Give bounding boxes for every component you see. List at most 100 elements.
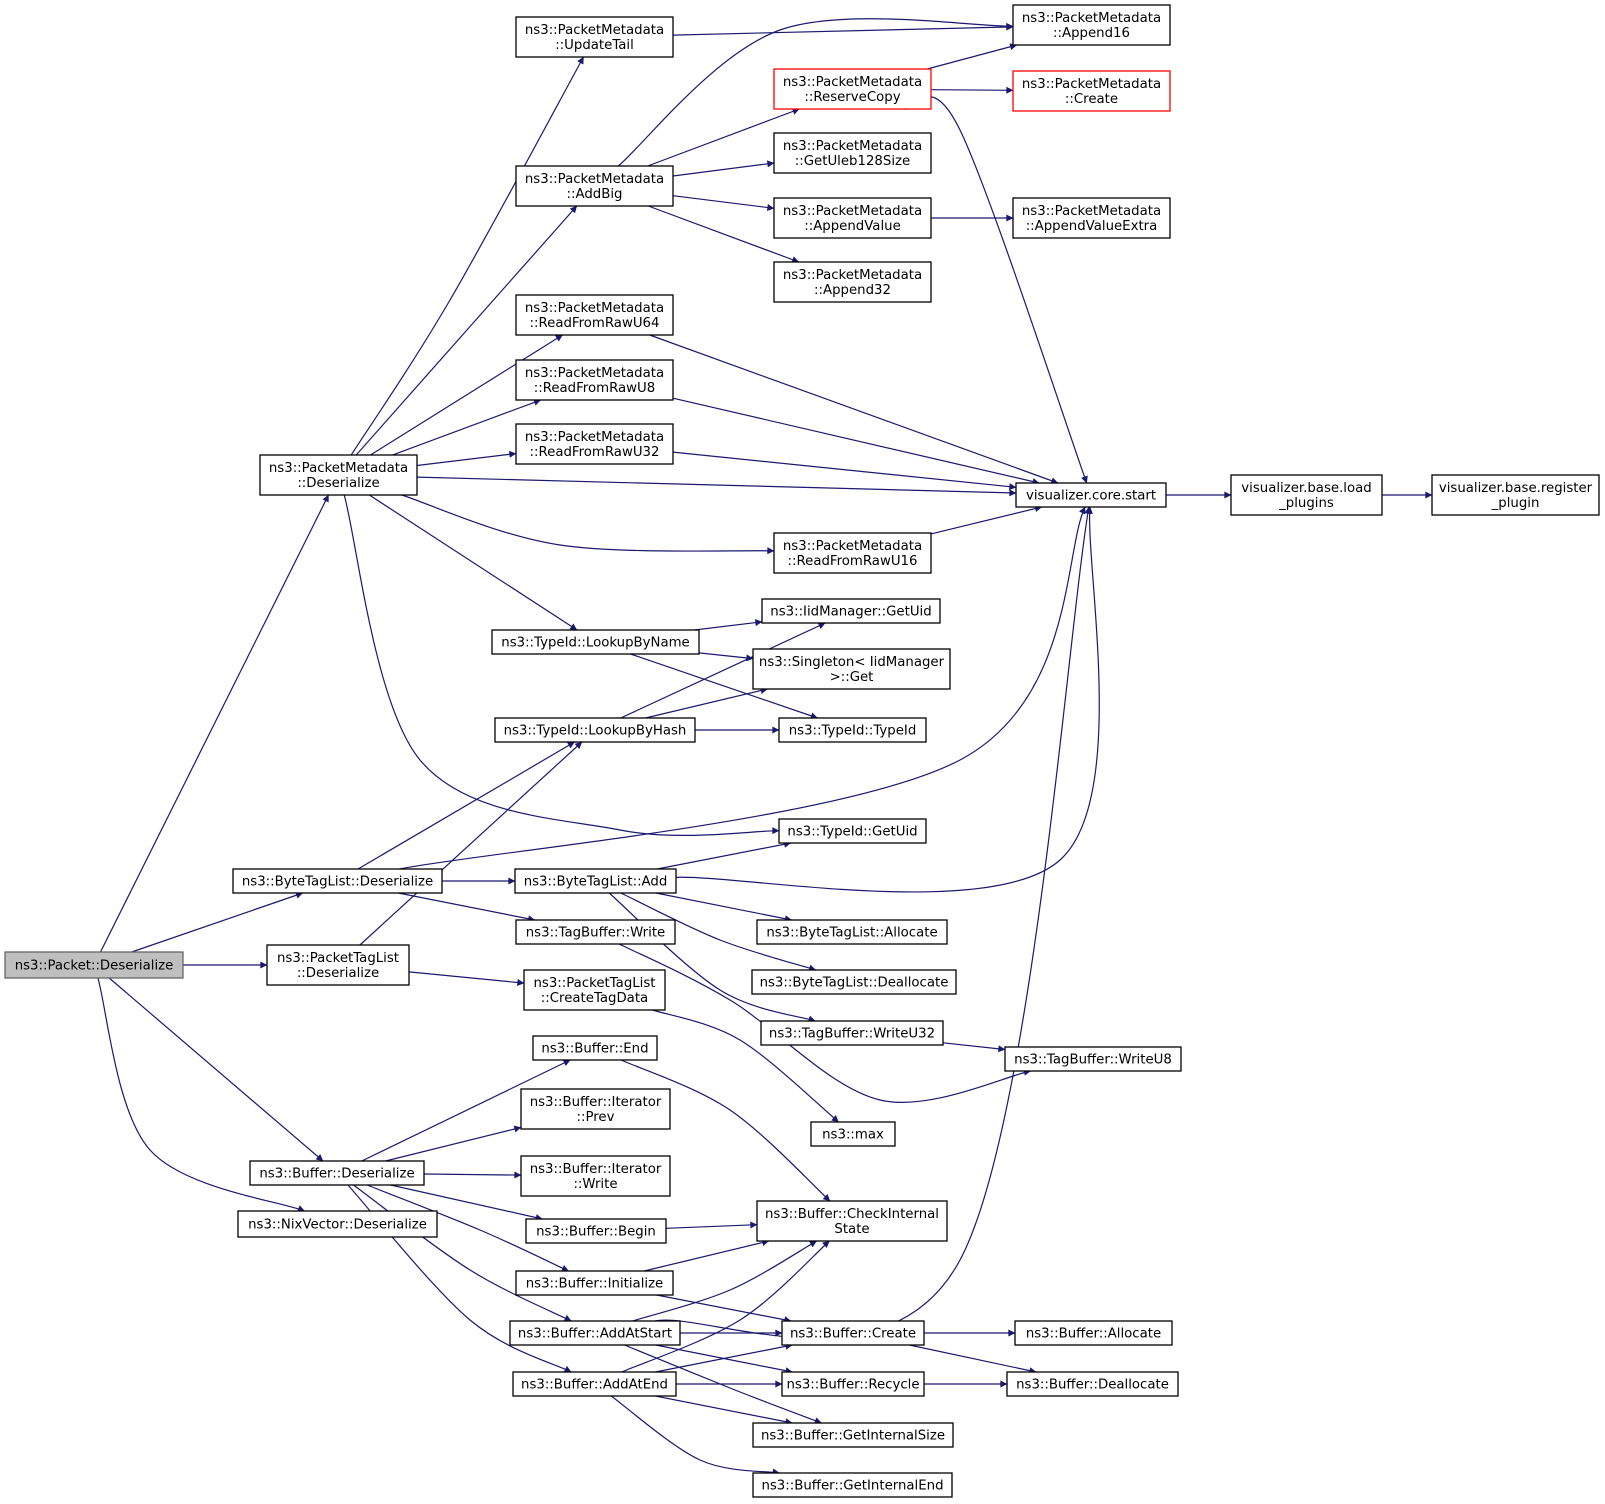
edge-path [416, 450, 517, 467]
edge-path [648, 205, 800, 263]
node-pm-app16[interactable]: ns3::PacketMetadata::Append16 [1012, 4, 1171, 46]
node-pm-appvalx[interactable]: ns3::PacketMetadata::AppendValueExtra [1012, 197, 1171, 239]
node-buf-addstart[interactable]: ns3::Buffer::AddAtStart [509, 1320, 681, 1346]
edge-btl_add-to-tid_getuid [657, 840, 792, 870]
node-pm-rru32[interactable]: ns3::PacketMetadata::ReadFromRawU32 [515, 423, 674, 465]
node-tid-lbn[interactable]: ns3::TypeId::LookupByName [491, 629, 700, 655]
node-pm-rru16[interactable]: ns3::PacketMetadata::ReadFromRawU16 [773, 532, 932, 574]
node-box [525, 1218, 667, 1244]
node-box [756, 1200, 948, 1242]
node-bit-prev[interactable]: ns3::Buffer::Iterator::Prev [520, 1088, 671, 1130]
edge-buf_deser-to-buf_init [366, 1184, 569, 1272]
node-ptl-deser[interactable]: ns3::PacketTagList::Deserialize [266, 944, 410, 986]
node-pkt-deser[interactable]: ns3::Packet::Deserialize [4, 951, 184, 979]
edge-buf_addstart-to-buf_check [632, 1240, 817, 1322]
edge-path [408, 971, 525, 986]
edge-tid_lbh-to-singleton_get [645, 687, 768, 719]
node-buf-allocate[interactable]: ns3::Buffer::Allocate [1014, 1320, 1173, 1346]
node-pm-getuleb[interactable]: ns3::PacketMetadata::GetUleb128Size [773, 132, 932, 174]
edge-path [620, 1059, 831, 1202]
node-iid-getuid[interactable]: ns3::IidManager::GetUid [761, 598, 941, 624]
edge-path [357, 741, 575, 870]
node-pm-rru8[interactable]: ns3::PacketMetadata::ReadFromRawU8 [515, 359, 674, 401]
node-buf-deallocate[interactable]: ns3::Buffer::Deallocate [1006, 1371, 1179, 1397]
edge-pkt_deser-to-nix_deser [97, 977, 305, 1212]
edge-buf_addend-to-buf_gie [610, 1395, 780, 1476]
edge-path [632, 1240, 817, 1322]
node-buf-gis[interactable]: ns3::Buffer::GetInternalSize [752, 1422, 954, 1448]
node-label: ::ReadFromRawU64 [530, 316, 660, 331]
node-box [232, 868, 443, 894]
node-pm-create[interactable]: ns3::PacketMetadata::Create [1012, 70, 1171, 112]
edge-pm_updatetail-to-pm_app16 [672, 23, 1014, 36]
node-vis-register[interactable]: visualizer.base.register_plugin [1431, 474, 1600, 516]
node-max[interactable]: ns3::max [810, 1121, 896, 1147]
node-tb-wu8[interactable]: ns3::TagBuffer::WriteU8 [1004, 1046, 1182, 1072]
node-btl-dealloc[interactable]: ns3::ByteTagList::Deallocate [751, 969, 957, 995]
edge-path [655, 1395, 793, 1426]
node-nix-deser[interactable]: ns3::NixVector::Deserialize [237, 1210, 438, 1238]
node-box [752, 648, 951, 690]
edge-pm_resvcopy-to-vis_start [904, 96, 1088, 484]
node-vis-start[interactable]: visualizer.core.start [1015, 482, 1167, 508]
edge-pm_deser-to-pm_rru32 [416, 450, 517, 467]
node-btl-deser[interactable]: ns3::ByteTagList::Deserialize [232, 868, 443, 894]
node-btl-alloc[interactable]: ns3::ByteTagList::Allocate [756, 919, 948, 945]
node-buf-gie[interactable]: ns3::Buffer::GetInternalEnd [752, 1472, 953, 1498]
edge-tid_lbn-to-tid_typeid [630, 653, 818, 720]
node-label: ns3::TagBuffer::WriteU8 [1014, 1053, 1172, 1068]
node-label: ns3::Buffer::Allocate [1026, 1327, 1161, 1342]
node-btl-add[interactable]: ns3::ByteTagList::Add [514, 868, 677, 894]
node-box [752, 1472, 953, 1498]
edge-path [675, 506, 1100, 893]
node-bit-write[interactable]: ns3::Buffer::Iterator::Write [520, 1155, 671, 1197]
edge-buf_init-to-buf_create [656, 1294, 792, 1324]
node-buf-begin[interactable]: ns3::Buffer::Begin [525, 1218, 667, 1244]
node-tb-wu32[interactable]: ns3::TagBuffer::WriteU32 [760, 1020, 944, 1046]
node-pm-deser[interactable]: ns3::PacketMetadata::Deserialize [259, 454, 418, 496]
node-buf-recycle[interactable]: ns3::Buffer::Recycle [781, 1371, 925, 1397]
node-tid-lbh[interactable]: ns3::TypeId::LookupByHash [494, 717, 696, 743]
node-tid-typeid[interactable]: ns3::TypeId::TypeId [778, 717, 927, 743]
node-tb-write[interactable]: ns3::TagBuffer::Write [515, 919, 676, 945]
edge-tb_wu32-to-tb_wu8 [942, 1042, 1006, 1053]
node-pm-addbig[interactable]: ns3::PacketMetadata::AddBig [515, 165, 674, 207]
node-box [249, 1160, 425, 1186]
node-box [491, 629, 700, 655]
node-label: ::AppendValueExtra [1026, 219, 1158, 234]
node-label: _plugin [1491, 496, 1540, 511]
node-label: visualizer.base.register [1439, 481, 1593, 496]
node-label: ns3::Buffer::Iterator [530, 1162, 662, 1177]
node-buf-deser[interactable]: ns3::Buffer::Deserialize [249, 1160, 425, 1186]
node-label: ns3::ByteTagList::Allocate [766, 926, 937, 941]
edge-path [909, 1344, 1037, 1375]
node-pm-app32[interactable]: ns3::PacketMetadata::Append32 [773, 261, 932, 303]
node-label: ::Prev [577, 1110, 615, 1125]
node-label: ns3::IidManager::GetUid [770, 605, 931, 620]
node-buf-init[interactable]: ns3::Buffer::Initialize [515, 1270, 674, 1296]
node-pm-updatetail[interactable]: ns3::PacketMetadata::UpdateTail [515, 16, 674, 58]
edge-buf_deser-to-bit_prev [385, 1125, 522, 1162]
node-pm-appval[interactable]: ns3::PacketMetadata::AppendValue [773, 197, 932, 239]
node-label: ns3::Buffer::Deserialize [259, 1167, 414, 1182]
node-buf-addend[interactable]: ns3::Buffer::AddAtEnd [512, 1371, 677, 1397]
node-label: ns3::Packet::Deserialize [15, 959, 174, 974]
edge-path [698, 652, 754, 662]
edge-tid_lbh-to-iid_getuid [620, 622, 826, 719]
node-box [1012, 70, 1171, 112]
node-pm-resvcopy[interactable]: ns3::PacketMetadata::ReserveCopy [773, 68, 932, 110]
node-buf-create[interactable]: ns3::Buffer::Create [781, 1320, 925, 1346]
node-label: ns3::PacketMetadata [783, 204, 922, 219]
node-box [773, 261, 932, 303]
node-box [532, 1035, 658, 1061]
node-singleton-get[interactable]: ns3::Singleton< IidManager>::Get [752, 648, 951, 690]
edge-pm_addbig-to-pm_resvcopy [647, 108, 800, 167]
edge-pm_resvcopy-to-pm_app16 [927, 43, 1018, 70]
node-ptl-ctd[interactable]: ns3::PacketTagList::CreateTagData [523, 969, 666, 1011]
node-tid-getuid[interactable]: ns3::TypeId::GetUid [778, 818, 927, 844]
node-buf-end[interactable]: ns3::Buffer::End [532, 1035, 658, 1061]
node-vis-load[interactable]: visualizer.base.load_plugins [1230, 474, 1383, 516]
edge-buf_begin-to-buf_check [665, 1221, 758, 1229]
node-pm-rru64[interactable]: ns3::PacketMetadata::ReadFromRawU64 [515, 294, 674, 336]
